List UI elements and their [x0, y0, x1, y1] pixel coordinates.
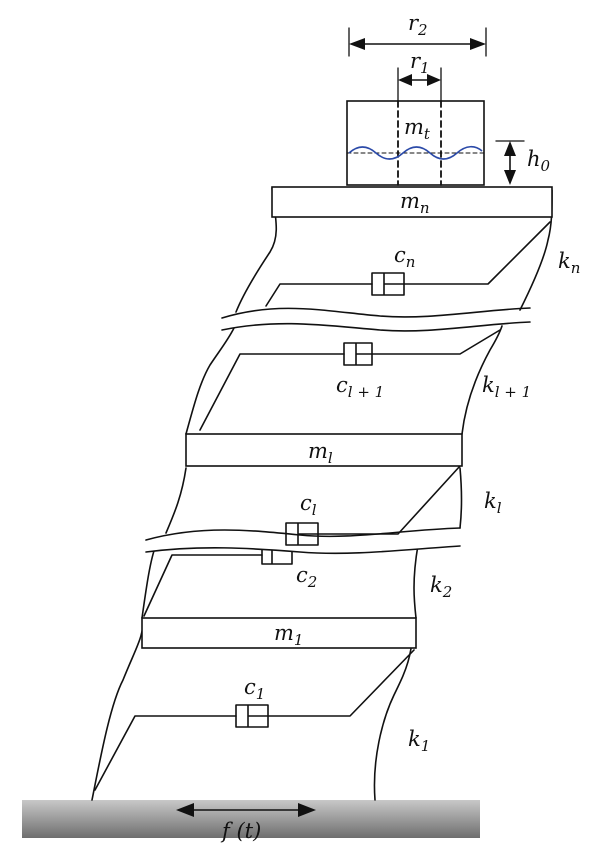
column-right-l1	[461, 325, 503, 435]
slab-ml	[185, 433, 463, 467]
storey-2	[141, 544, 419, 619]
label-kl1: kl + 1	[482, 373, 531, 401]
label-f-t: f (t)	[220, 819, 261, 843]
label-mt: mt	[404, 115, 431, 143]
storey-l-plus-1	[185, 325, 503, 435]
label-cn: cn	[394, 243, 415, 271]
damper-cn	[371, 272, 405, 296]
damper-cl	[285, 522, 319, 546]
dimension-r1	[397, 67, 442, 102]
label-h0: h0	[527, 147, 551, 175]
label-cl: cl	[300, 491, 317, 519]
label-ml: ml	[308, 439, 333, 467]
column-left-n	[235, 187, 278, 313]
liquid-tank	[346, 100, 485, 186]
slab-m1	[141, 617, 417, 649]
column-right-l	[459, 467, 463, 529]
label-c1: c1	[244, 675, 265, 703]
label-r1: r1	[410, 49, 430, 77]
dimension-h0	[495, 140, 525, 185]
column-left-2	[141, 544, 157, 619]
damper-cl1	[343, 342, 373, 366]
label-cl1: cl + 1	[336, 373, 384, 401]
column-left-1	[91, 619, 145, 801]
dimension-r2	[348, 27, 487, 57]
excitation-arrow	[176, 803, 316, 817]
label-k2: k2	[430, 573, 452, 601]
tank-box	[346, 100, 485, 186]
slab-mn	[271, 186, 553, 218]
label-r2: r2	[408, 11, 428, 39]
storey-1	[91, 619, 415, 801]
label-m1: m1	[274, 621, 303, 649]
label-c2: c2	[296, 563, 317, 591]
column-left-l1	[185, 327, 235, 435]
damper-c1	[235, 704, 269, 728]
column-left-l	[165, 467, 187, 534]
liquid-wave	[348, 145, 483, 160]
storey-l	[165, 465, 463, 546]
label-kn: kn	[558, 249, 580, 277]
label-k1: k1	[408, 727, 430, 755]
ground-base	[22, 800, 480, 838]
column-right-1	[373, 619, 415, 801]
column-right-2	[413, 544, 419, 619]
break-band-upper	[222, 308, 530, 331]
label-mn: mn	[400, 189, 430, 217]
label-kl: kl	[484, 489, 502, 517]
